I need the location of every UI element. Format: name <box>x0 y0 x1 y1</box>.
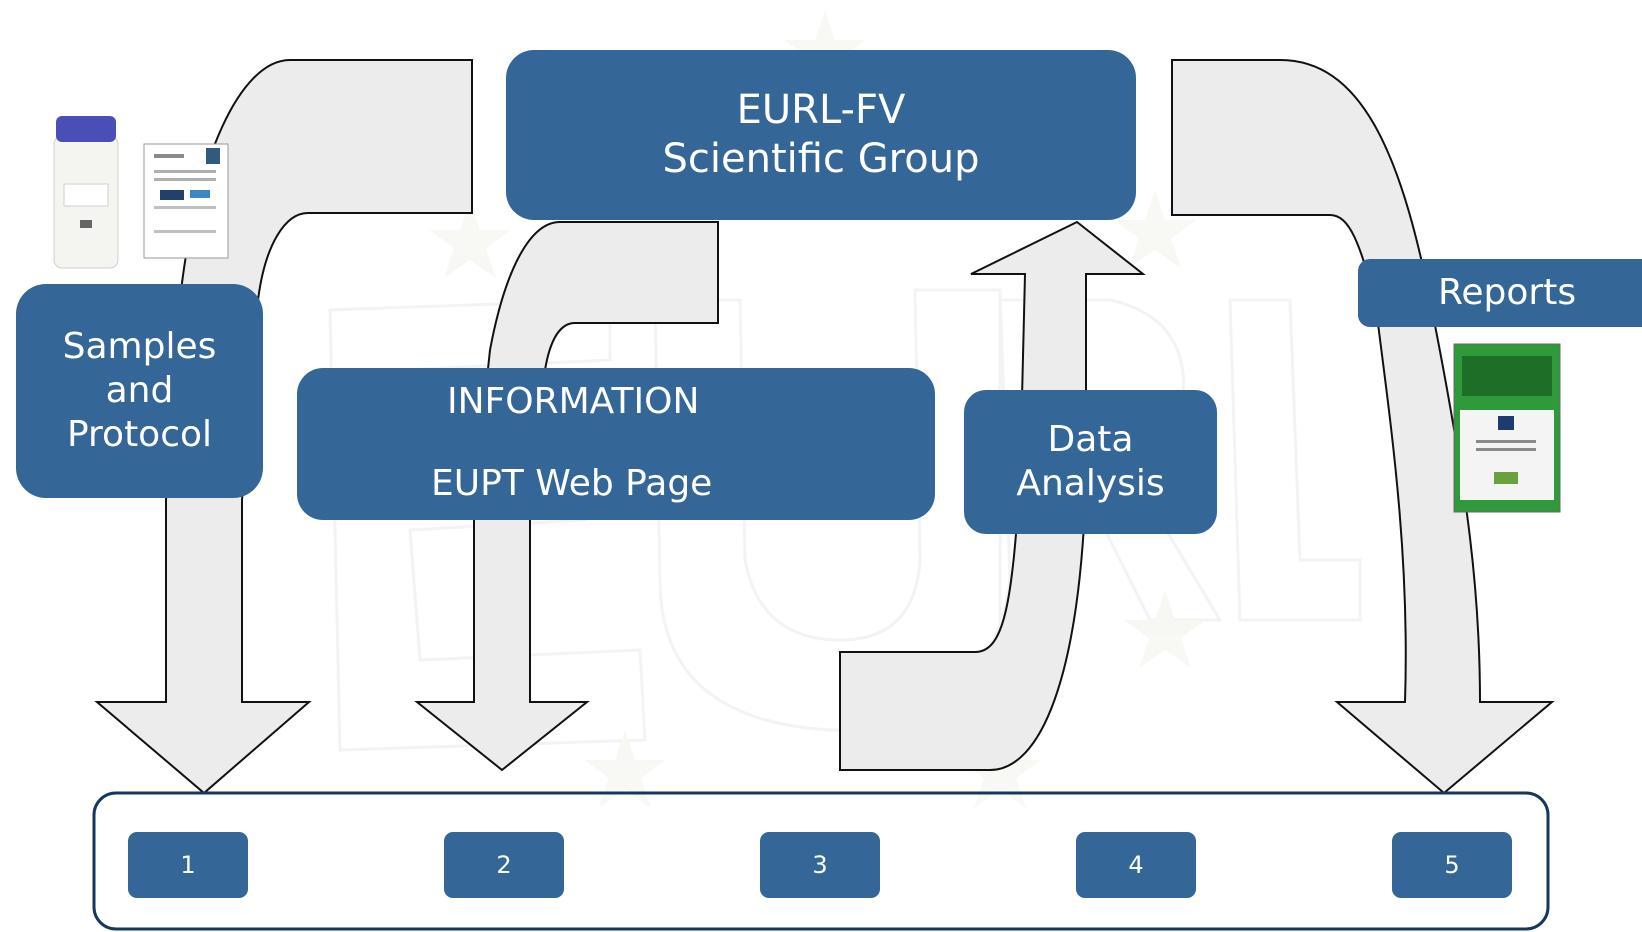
reports-label: Reports <box>1438 272 1577 314</box>
information-title: INFORMATION <box>447 381 700 422</box>
lab-box-1: 1 <box>128 832 248 898</box>
information-box: INFORMATION EUPT Web Page <box>297 368 935 520</box>
lab-box-3: 3 <box>760 832 880 898</box>
lab-box-5: 5 <box>1392 832 1512 898</box>
data-analysis-line1: Data <box>1047 419 1134 461</box>
scientific-group-box: EURL-FV Scientific Group <box>506 50 1136 220</box>
scientific-group-line2: Scientific Group <box>662 136 980 182</box>
samples-line2: and <box>105 370 174 412</box>
information-subtitle: EUPT Web Page <box>431 463 713 505</box>
lab-box-2: 2 <box>444 832 564 898</box>
protocol-document-icon <box>143 143 229 259</box>
laboratories-panel <box>92 791 1550 931</box>
information-flow-arrow <box>414 221 719 772</box>
data-analysis-line2: Analysis <box>1016 463 1165 504</box>
scientific-group-line1: EURL-FV <box>736 87 906 134</box>
sample-bottle-icon <box>53 116 119 269</box>
data-analysis-flow-arrow <box>839 220 1146 771</box>
data-analysis-box: Data Analysis <box>964 390 1217 534</box>
samples-line1: Samples <box>62 326 217 368</box>
reports-box: Reports <box>1358 259 1642 327</box>
samples-protocol-box: Samples and Protocol <box>16 284 263 498</box>
samples-line3: Protocol <box>66 413 213 455</box>
lab-box-4: 4 <box>1076 832 1196 898</box>
report-cover-icon <box>1453 343 1561 513</box>
